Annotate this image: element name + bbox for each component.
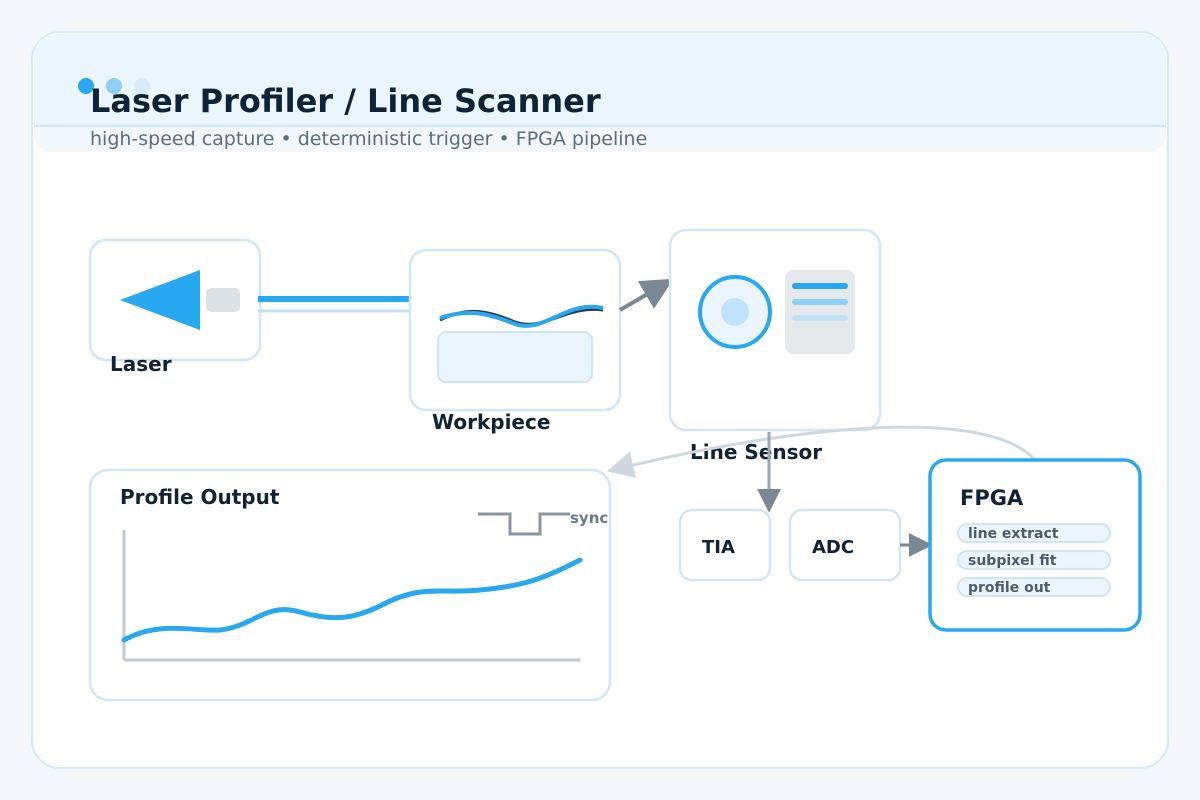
fpga-tag-subpixel-fit bbox=[957, 550, 1111, 570]
fpga-tag-line-extract-label: line extract bbox=[968, 526, 1059, 542]
tia-label: TIA bbox=[702, 537, 735, 558]
window-dot-3[interactable] bbox=[134, 78, 150, 94]
laser-emitter-icon bbox=[120, 270, 200, 330]
subheader-band bbox=[34, 126, 1166, 152]
sync-pulse-icon bbox=[478, 512, 570, 536]
sensor-array-icon bbox=[785, 270, 855, 354]
fpga-tag-subpixel-fit-label: subpixel fit bbox=[968, 553, 1057, 569]
page-title: Laser Profiler / Line Scanner bbox=[90, 82, 601, 120]
profile-curve bbox=[121, 557, 583, 643]
tia-node[interactable]: TIA bbox=[678, 508, 772, 582]
sync-label: sync bbox=[570, 509, 608, 527]
laser-housing-icon bbox=[206, 288, 240, 312]
fpga-title: FPGA bbox=[960, 486, 1024, 510]
page-subtitle: high-speed capture • deterministic trigg… bbox=[90, 128, 647, 150]
fpga-tag-line-extract bbox=[957, 523, 1111, 543]
workpiece-block bbox=[437, 331, 593, 383]
sensor-line-2 bbox=[792, 299, 848, 305]
profile-output-title: Profile Output bbox=[120, 485, 280, 509]
sensor-line-1 bbox=[792, 283, 848, 289]
laser-label: Laser bbox=[110, 352, 172, 376]
window-dot-2[interactable] bbox=[106, 78, 122, 94]
workpiece-label: Workpiece bbox=[432, 410, 550, 434]
line-sensor-label: Line Sensor bbox=[690, 440, 822, 464]
workpiece-node[interactable] bbox=[408, 248, 622, 412]
sensor-line-3 bbox=[792, 315, 848, 321]
fpga-tag-profile-out bbox=[957, 577, 1111, 597]
line-sensor-node[interactable] bbox=[668, 228, 882, 432]
arrow-workpiece-to-sensor bbox=[618, 278, 674, 312]
adc-label: ADC bbox=[812, 537, 854, 558]
fpga-node[interactable]: FPGA line extract subpixel fit profile o… bbox=[928, 458, 1142, 632]
surface-profile-line bbox=[439, 304, 604, 328]
fpga-tag-profile-out-label: profile out bbox=[968, 580, 1051, 596]
header-band bbox=[34, 34, 1166, 126]
laser-node[interactable] bbox=[88, 238, 262, 362]
adc-node[interactable]: ADC bbox=[788, 508, 902, 582]
arrow-fpga-to-output bbox=[606, 425, 1037, 479]
lens-core-icon bbox=[721, 298, 749, 326]
window-dot-1[interactable] bbox=[78, 78, 94, 94]
profile-output-panel[interactable]: Profile Output sync bbox=[88, 468, 612, 702]
